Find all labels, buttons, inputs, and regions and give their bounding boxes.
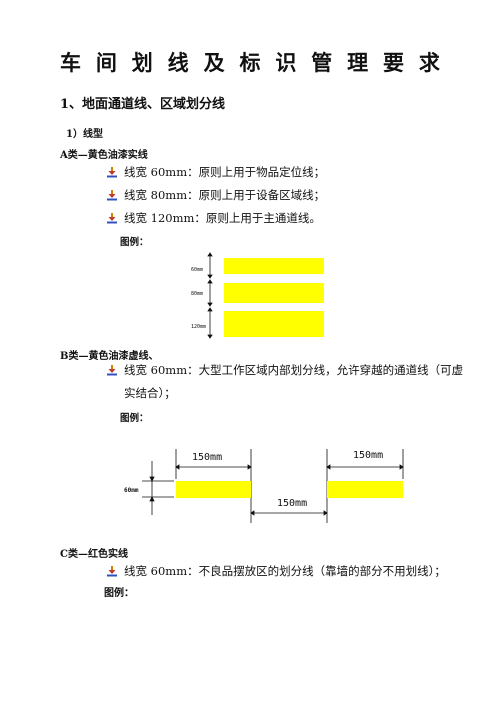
dim-label: 150mm [192,452,223,463]
bullet-arrow-icon [106,212,118,224]
dim-label: 150mm [277,498,308,509]
list-item: 线宽 60mm：大型工作区域内部划分线，允许穿越的通道线（可虚 [106,362,463,378]
dim-label: 60mm [191,267,204,273]
title-char: 识 [275,50,297,75]
title-char: 车 [60,50,81,75]
line-width-diagram: 60mm 80mm 120mm [190,252,330,340]
yellow-dash-segment [327,481,403,498]
example-label: 图例： [104,588,134,599]
title-char: 标 [239,50,261,75]
dashed-line-diagram: 150mm 150mm 150mm 60mm [120,445,410,525]
bullet-arrow-icon [106,364,118,376]
example-label: 图例： [120,237,149,248]
group-a-heading: A类—黄色油漆实线 [60,150,148,161]
title-char: 及 [203,50,225,75]
list-item: 线宽 60mm：不良品摆放区的划分线（靠墙的部分不用划线）； [106,563,446,579]
title-char: 理 [347,50,369,75]
title-char: 管 [311,50,333,75]
subsection-heading: 1）线型 [66,129,103,140]
bullet-arrow-icon [106,565,118,577]
title-char: 要 [383,50,405,75]
dim-label: 150mm [353,450,384,461]
yellow-dash-segment [176,481,251,498]
yellow-line-60mm [224,258,324,274]
dim-label: 60mm [124,487,139,494]
group-c-heading: C类—红色实线 [60,549,128,560]
dim-label: 120mm [191,324,207,330]
list-item: 线宽 120mm：原则上用于主通道线。 [106,210,321,226]
dim-label: 80mm [191,291,204,297]
list-item: 线宽 80mm：原则上用于设备区域线； [106,187,325,203]
dimension-arrows [207,252,213,339]
yellow-line-80mm [224,283,324,303]
title-char: 求 [418,50,440,75]
yellow-line-120mm [224,311,324,337]
bullet-arrow-icon [106,189,118,201]
title-char: 间 [95,50,117,75]
bullet-arrow-icon [106,166,118,178]
list-item: 线宽 60mm：原则上用于物品定位线； [106,164,325,180]
page-title: 车间划线及标识管理要求 [60,47,440,75]
section-heading: 1、地面通道线、区域划分线 [60,97,226,112]
list-item-continuation: 实结合）； [124,386,176,400]
title-char: 线 [167,50,189,75]
example-label: 图例： [120,413,149,424]
title-char: 划 [131,50,153,75]
group-b-heading: B类—黄色油漆虚线、 [60,351,159,362]
